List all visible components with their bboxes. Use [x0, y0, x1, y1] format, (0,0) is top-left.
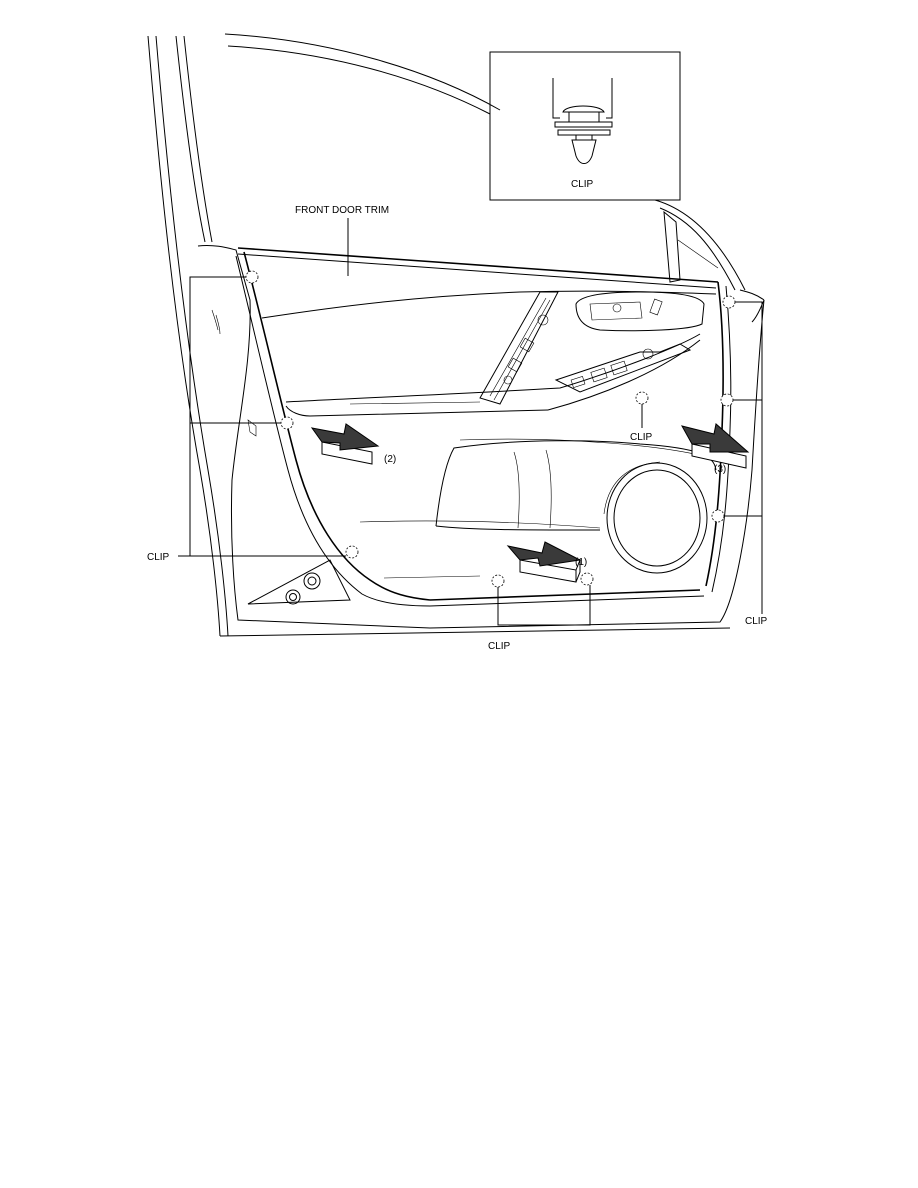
door-trim-panel — [235, 247, 732, 607]
clip-marker — [580, 572, 594, 586]
door-frame — [147, 33, 765, 637]
clip-marker — [245, 270, 259, 284]
clip-marker — [345, 545, 359, 559]
removal-arrow-1 — [506, 541, 582, 583]
clip-marker — [722, 295, 736, 309]
removal-arrow-3 — [681, 423, 750, 469]
removal-arrow-2 — [310, 423, 380, 465]
leader-lines — [178, 218, 763, 626]
clip-marker — [635, 391, 649, 405]
step-2-label: (2) — [384, 454, 396, 465]
clip-label-bottom: CLIP — [488, 641, 511, 652]
clip-detail-inset — [489, 51, 681, 201]
inset-clip-label: CLIP — [571, 179, 594, 190]
clip-marker — [720, 393, 734, 407]
front-door-trim-label: FRONT DOOR TRIM — [295, 205, 389, 216]
clip-label-left: CLIP — [147, 552, 170, 563]
clip-marker — [491, 574, 505, 588]
clip-label-right: CLIP — [745, 616, 768, 627]
clip-label-center: CLIP — [630, 432, 653, 443]
step-1-label: (1) — [575, 557, 587, 568]
step-3-label: (3) — [714, 464, 726, 475]
clip-marker — [280, 416, 294, 430]
clip-marker — [711, 509, 725, 523]
